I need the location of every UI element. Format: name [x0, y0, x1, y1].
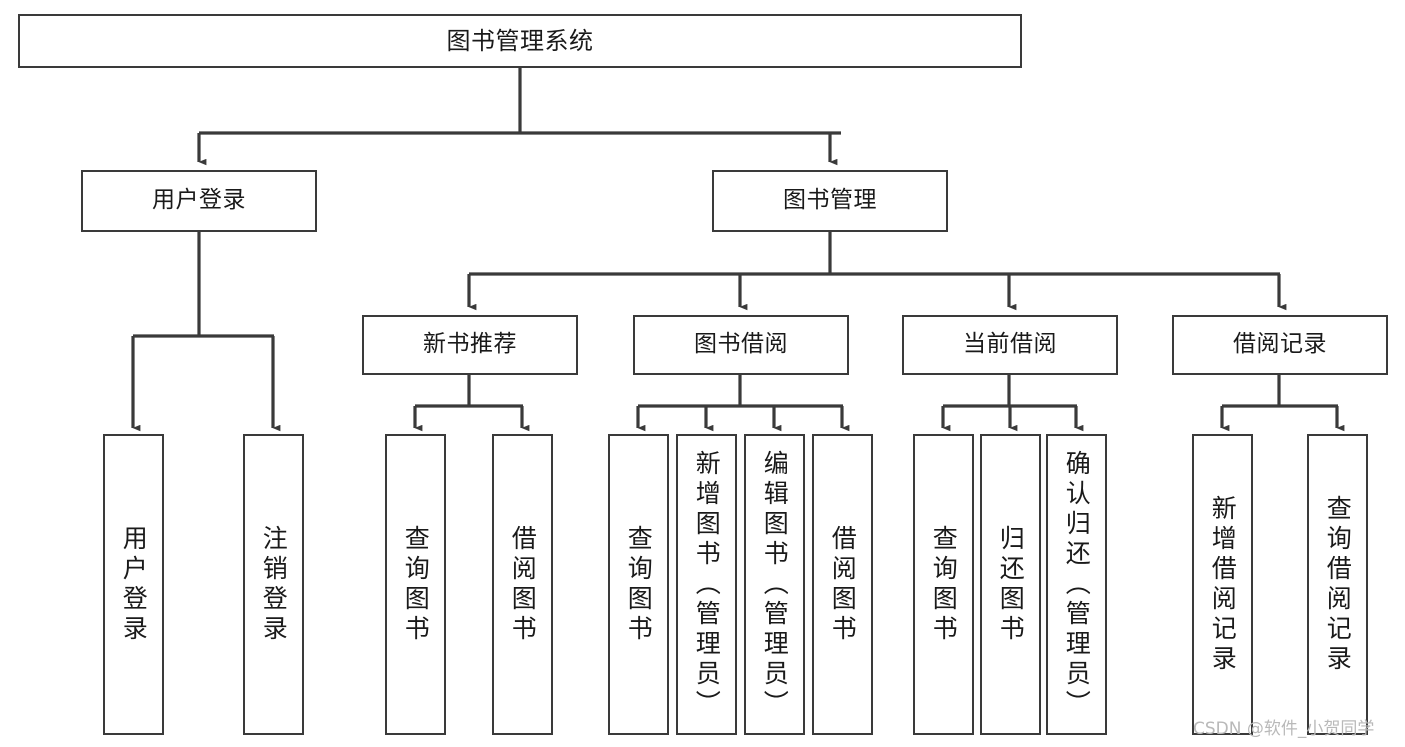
node-label: 查询图书 — [624, 524, 654, 645]
node-label: 编辑图书（管理员） — [760, 449, 790, 720]
node-leaf-add-book-admin[interactable]: 新增图书（管理员） — [676, 434, 737, 735]
node-label: 用户登录 — [119, 524, 149, 645]
node-label: 用户登录 — [152, 187, 246, 214]
node-current-borrow[interactable]: 当前借阅 — [902, 315, 1118, 375]
node-label: 借阅图书 — [828, 524, 858, 645]
node-leaf-logout-login[interactable]: 注销登录 — [243, 434, 304, 735]
node-leaf-return-book[interactable]: 归还图书 — [980, 434, 1041, 735]
node-leaf-add-borrow-record[interactable]: 新增借阅记录 — [1192, 434, 1253, 735]
node-label: 图书管理 — [783, 187, 877, 214]
node-label: 当前借阅 — [963, 331, 1057, 358]
node-leaf-user-login[interactable]: 用户登录 — [103, 434, 164, 735]
node-label: 查询图书 — [401, 524, 431, 645]
node-label: 归还图书 — [996, 524, 1026, 645]
node-label: 图书管理系统 — [446, 26, 594, 55]
node-label: 图书借阅 — [694, 331, 788, 358]
node-label: 新增借阅记录 — [1208, 494, 1238, 675]
node-label: 借阅记录 — [1233, 331, 1327, 358]
node-label: 查询借阅记录 — [1323, 494, 1353, 675]
node-leaf-borrow-book[interactable]: 借阅图书 — [812, 434, 873, 735]
node-leaf-confirm-return-admin[interactable]: 确认归还（管理员） — [1046, 434, 1107, 735]
node-user-login[interactable]: 用户登录 — [81, 170, 317, 232]
node-label: 新书推荐 — [423, 331, 517, 358]
node-label: 借阅图书 — [508, 524, 538, 645]
node-book-management[interactable]: 图书管理 — [712, 170, 948, 232]
node-borrow-record[interactable]: 借阅记录 — [1172, 315, 1388, 375]
node-leaf-query-book-borrow[interactable]: 查询图书 — [608, 434, 669, 735]
node-leaf-query-book-recommend[interactable]: 查询图书 — [385, 434, 446, 735]
node-root-book-management-system[interactable]: 图书管理系统 — [18, 14, 1022, 68]
node-leaf-query-book-current[interactable]: 查询图书 — [913, 434, 974, 735]
node-leaf-query-borrow-record[interactable]: 查询借阅记录 — [1307, 434, 1368, 735]
csdn-watermark: CSDN @软件_小贺同学 — [1193, 719, 1375, 739]
node-label: 新增图书（管理员） — [692, 449, 722, 720]
node-label: 确认归还（管理员） — [1062, 449, 1092, 720]
node-label: 查询图书 — [929, 524, 959, 645]
node-new-book-recommend[interactable]: 新书推荐 — [362, 315, 578, 375]
node-leaf-edit-book-admin[interactable]: 编辑图书（管理员） — [744, 434, 805, 735]
node-label: 注销登录 — [259, 524, 289, 645]
node-leaf-borrow-book-recommend[interactable]: 借阅图书 — [492, 434, 553, 735]
node-book-borrow[interactable]: 图书借阅 — [633, 315, 849, 375]
